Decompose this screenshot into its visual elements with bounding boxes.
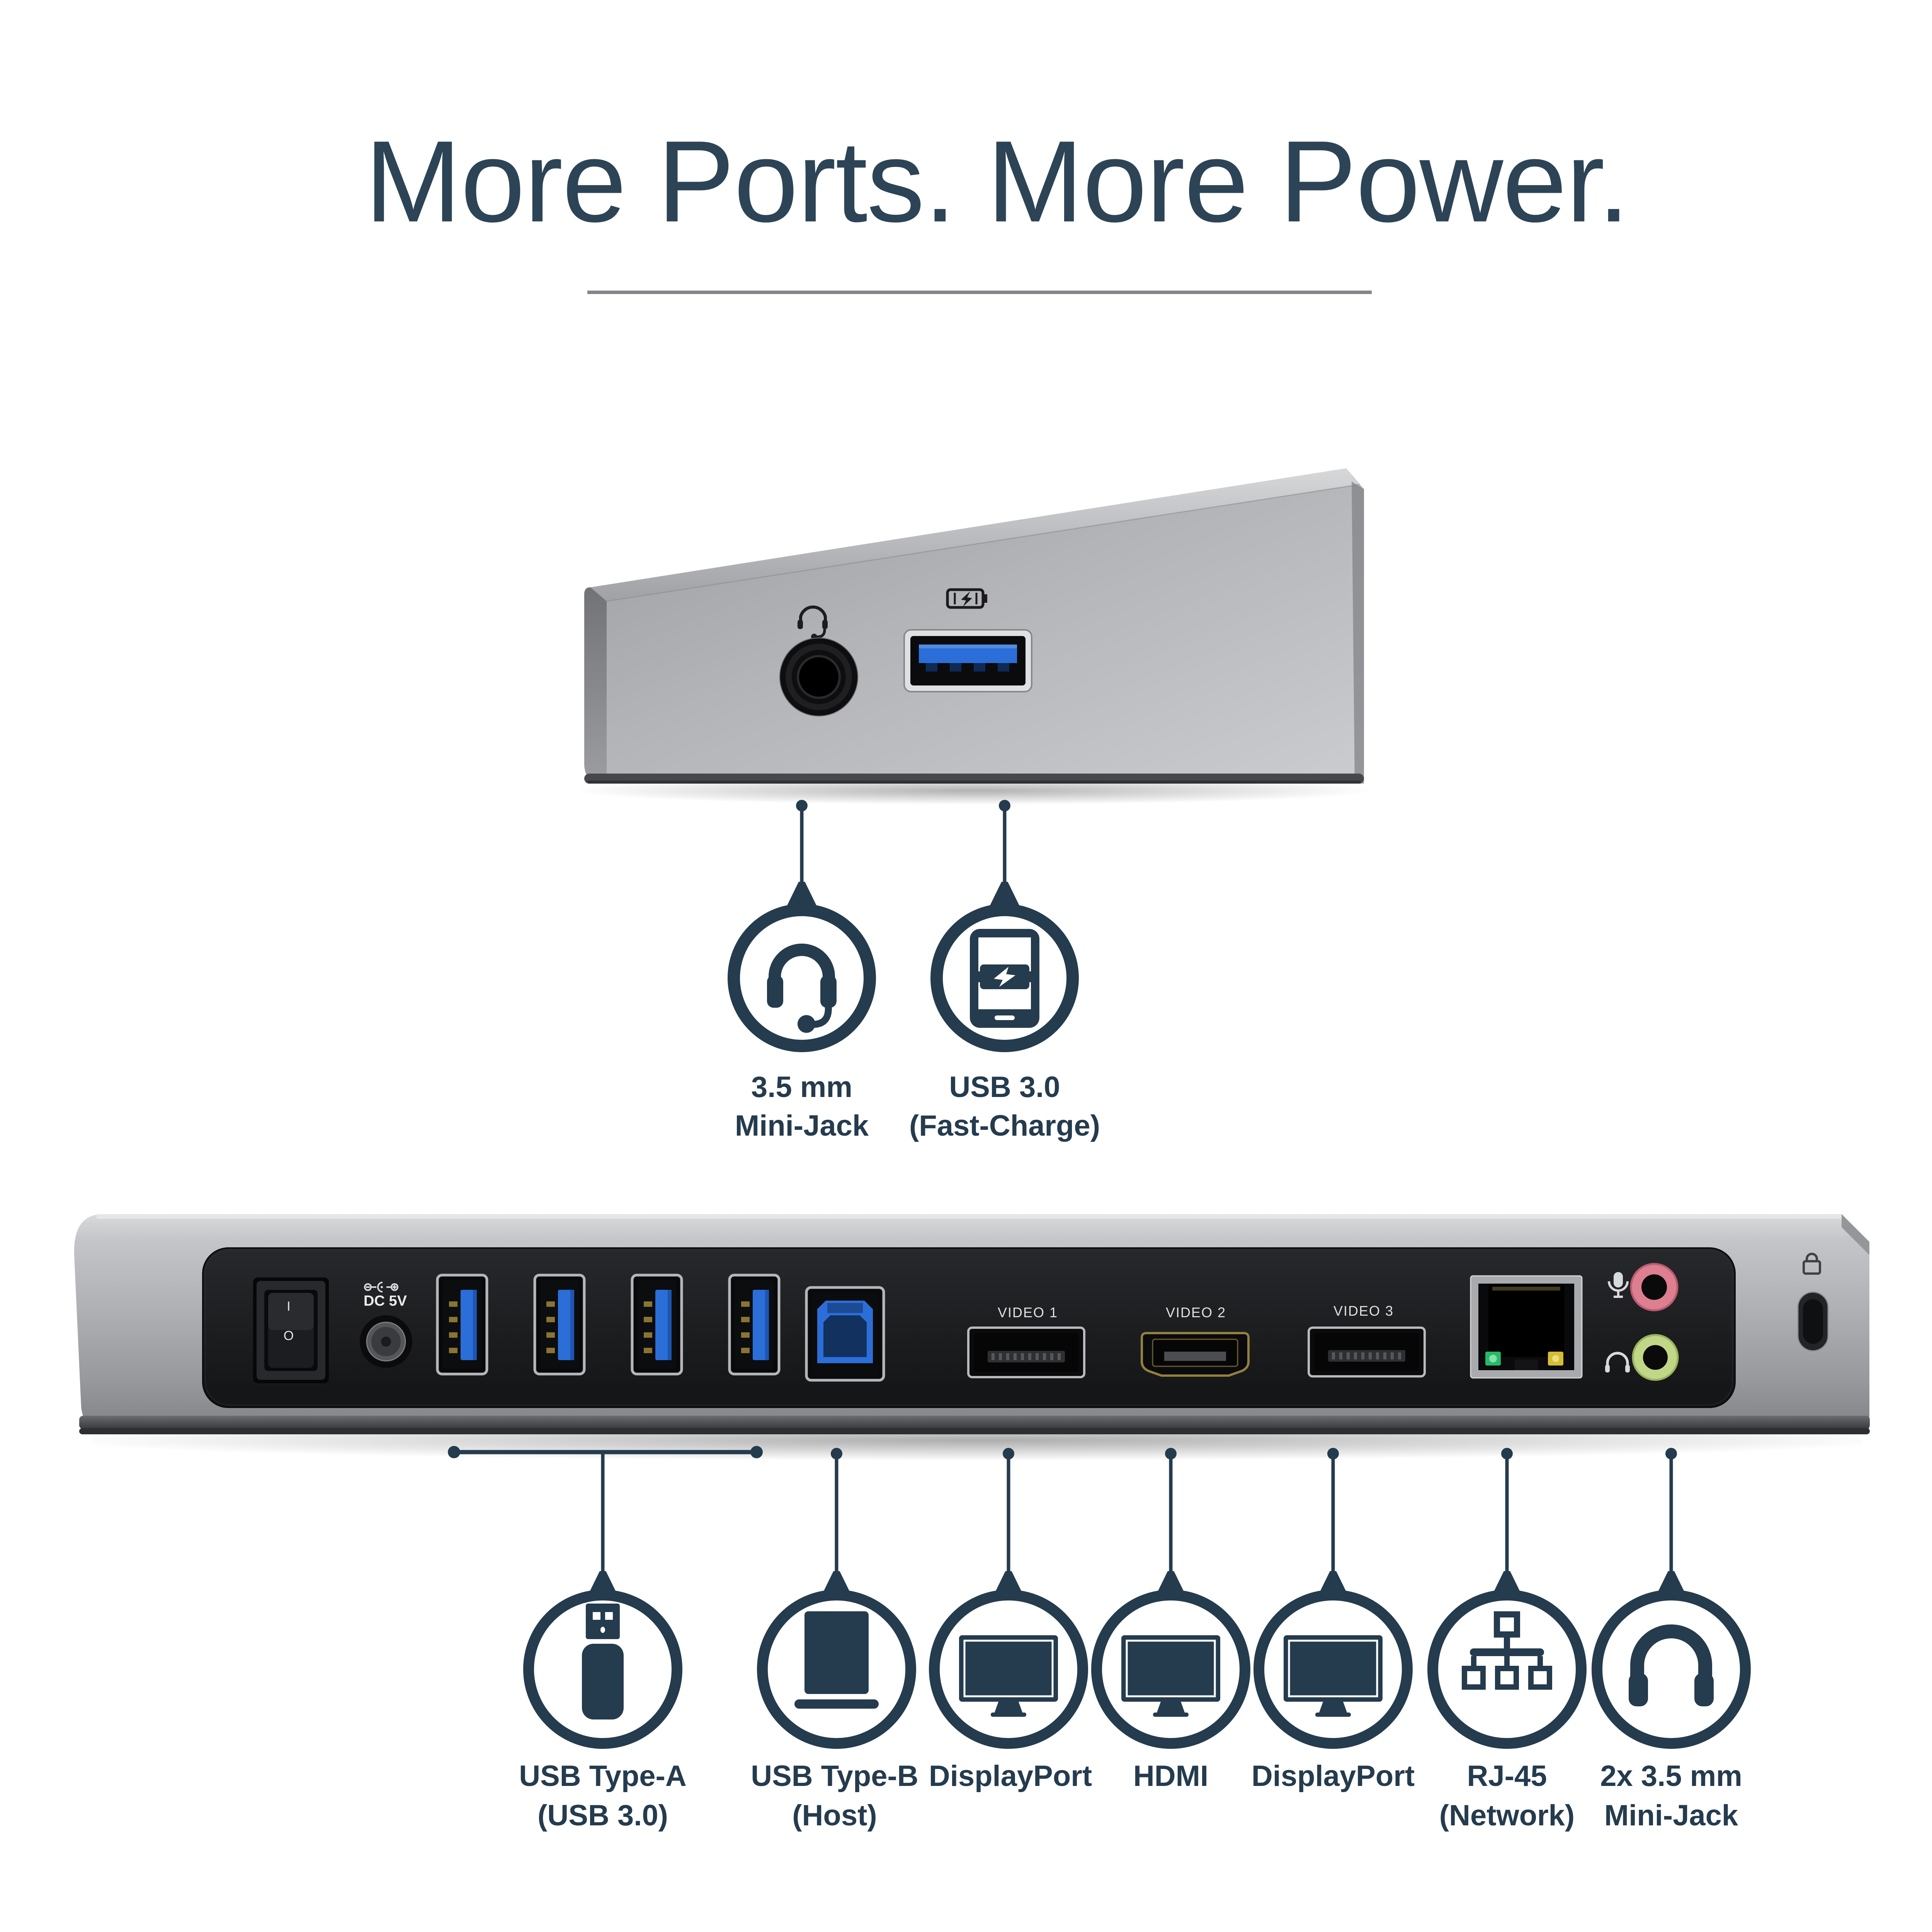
callout-layer [448, 800, 1751, 1749]
dc-polarity-icon [364, 1282, 398, 1293]
kensington-slot[interactable] [1797, 1291, 1829, 1352]
label-usb-fast-charge: USB 3.0 (Fast-Charge) [909, 1071, 1100, 1142]
side-dock-body [584, 468, 1364, 784]
side-view-dock [584, 468, 1364, 784]
headset-icon [767, 944, 837, 1033]
monitor-icon [1121, 1635, 1220, 1717]
dc-power-label: DC 5V [364, 1293, 407, 1309]
headphone-jack-green[interactable] [1632, 1334, 1679, 1381]
callout-hdmi [1091, 1448, 1250, 1749]
power-switch-off-label: O [283, 1328, 294, 1343]
kensington-lock-icon [1803, 1253, 1821, 1275]
headphone-icon-rear [1605, 1352, 1630, 1372]
label-displayport-2: DisplayPort [1251, 1760, 1415, 1793]
usb-a-port-4[interactable] [728, 1274, 781, 1376]
callout-displayport-1 [929, 1448, 1088, 1749]
network-icon [1462, 1611, 1552, 1690]
front-usb-port [903, 629, 1032, 692]
displayport-2[interactable] [1308, 1327, 1426, 1378]
power-switch-on-label: I [287, 1299, 291, 1314]
hdmi-port[interactable] [1141, 1332, 1250, 1377]
displayport-1[interactable] [967, 1327, 1085, 1378]
callout-rj45 [1427, 1448, 1587, 1749]
laptop-icon [794, 1611, 879, 1709]
dc-power-jack[interactable] [360, 1315, 412, 1368]
callout-usb-fast-charge [930, 800, 1079, 1052]
title-divider [587, 291, 1372, 294]
callout-usb-type-a [523, 1571, 682, 1749]
label-usb-type-a: USB Type-A (USB 3.0) [519, 1760, 687, 1832]
microphone-icon [1608, 1272, 1629, 1298]
video3-label: VIDEO 3 [1333, 1303, 1394, 1319]
headphones-icon [1629, 1624, 1714, 1706]
mic-jack-pink[interactable] [1630, 1263, 1679, 1311]
usb-a-port-3[interactable] [631, 1274, 683, 1376]
rear-view-dock [74, 1214, 1870, 1434]
label-mini-jack-front: 3.5 mm Mini-Jack [735, 1071, 869, 1142]
label-usb-type-b: USB Type-B (Host) [751, 1760, 918, 1832]
label-displayport-1: DisplayPort [929, 1760, 1092, 1793]
monitor-icon [1284, 1635, 1383, 1717]
usb-a-port-1[interactable] [436, 1274, 488, 1376]
callout-mini-jack-front [728, 800, 876, 1052]
fast-charge-battery-icon [946, 588, 987, 609]
label-hdmi: HDMI [1133, 1760, 1209, 1793]
label-dual-mini-jack: 2x 3.5 mm Mini-Jack [1600, 1760, 1742, 1832]
usb-b-port[interactable] [805, 1286, 885, 1382]
power-switch[interactable] [253, 1277, 329, 1383]
video2-label: VIDEO 2 [1165, 1304, 1226, 1320]
page-title: More Ports. More Power. [365, 116, 1630, 246]
usb-flash-drive-icon [582, 1604, 624, 1719]
monitor-icon [959, 1635, 1058, 1717]
callout-dual-mini-jack [1592, 1448, 1751, 1749]
phone-fast-charge-icon [970, 929, 1039, 1028]
rj45-port[interactable] [1470, 1275, 1583, 1379]
usb-a-port-2[interactable] [533, 1274, 586, 1376]
label-rj45: RJ-45 (Network) [1439, 1760, 1575, 1832]
callout-usb-type-b [757, 1448, 916, 1749]
usb-group-bracket [448, 1446, 763, 1578]
video1-label: VIDEO 1 [997, 1304, 1058, 1320]
callout-displayport-2 [1253, 1448, 1413, 1749]
front-mini-jack-port [779, 638, 858, 716]
